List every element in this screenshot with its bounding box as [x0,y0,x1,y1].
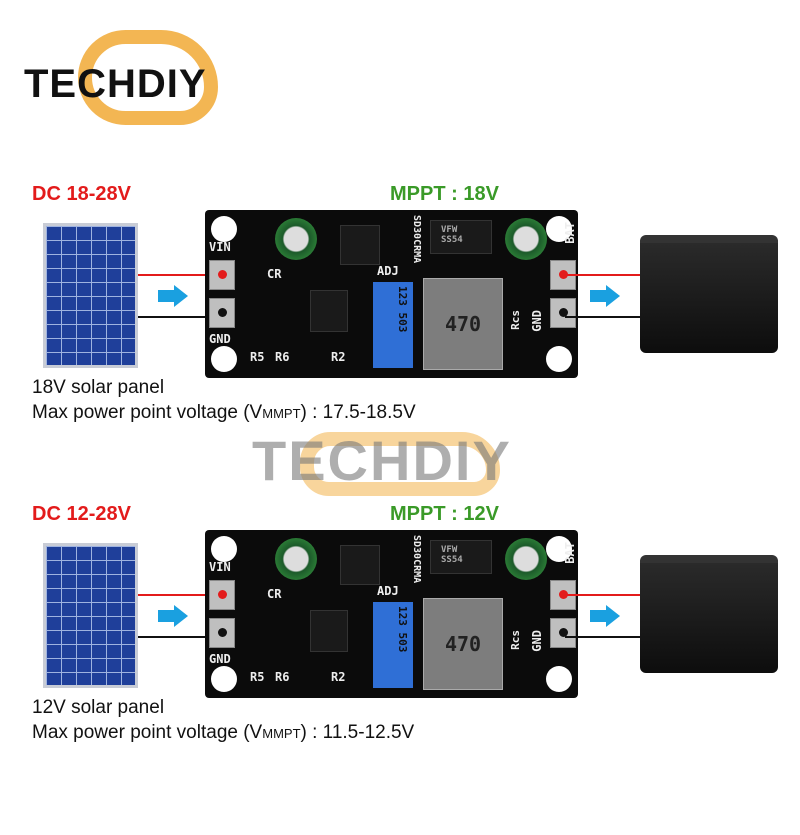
wiring-diagram-1: DC 18-28V MPPT : 18V VIN GND SD30CRMA VF… [0,183,800,515]
battery-image [640,555,778,673]
mppt-charger-board: VIN GND SD30CRMA VFW SS54 CR R5 R6 R2 AD… [205,530,578,698]
mount-hole [211,666,237,692]
adj-label: ADJ [377,584,399,598]
solar-panel-image [43,223,138,368]
vmp-suffix: ) : 17.5-18.5V [300,402,416,423]
cr-label: CR [267,587,282,601]
mount-hole [211,216,237,242]
vmp-subscript: MMPT [262,406,301,421]
solar-panel-image [43,543,138,688]
negative-wire-in [138,316,218,318]
vmp-prefix: Max power point voltage (V [32,722,263,743]
arrow-right-icon [158,285,188,307]
inductor: 470 [423,278,503,370]
logo-text: TECHDIY [24,62,207,106]
r6-label: R6 [275,670,290,684]
vmp-subscript: MMPT [262,726,301,741]
vin-terminal [209,260,235,290]
bat-terminal [550,260,576,290]
gnd-out-label: GND [530,630,544,652]
mount-hole [211,346,237,372]
output-capacitor [505,538,547,580]
diode: VFW SS54 [430,220,492,254]
controller-chip [310,610,348,652]
vmp-text: Max power point voltage (VMMPT) : 17.5-1… [32,402,416,424]
vmp-text: Max power point voltage (VMMPT) : 11.5-1… [32,722,414,744]
cr-label: CR [267,267,282,281]
input-capacitor [275,218,317,260]
battery-image [640,235,778,353]
vin-terminal [209,580,235,610]
r2-label: R2 [331,670,346,684]
panel-type-text: 18V solar panel [32,377,165,398]
positive-wire-in [138,594,218,596]
positive-wire-in [138,274,218,276]
model-label: SD30CRMA [411,535,422,584]
positive-wire-out [565,274,645,276]
arrow-right-icon [590,605,620,627]
positive-wire-out [565,594,645,596]
r2-label: R2 [331,350,346,364]
gnd-out-terminal [550,618,576,648]
arrow-right-icon [158,605,188,627]
rcs-label: Rcs [509,310,522,330]
negative-wire-out [565,636,645,638]
mount-hole [546,346,572,372]
mount-hole [546,666,572,692]
gnd-in-label: GND [209,332,231,346]
rcs-label: Rcs [509,630,522,650]
gnd-out-label: GND [530,310,544,332]
techdiy-logo: TECHDIY [18,30,218,130]
mosfet-chip [340,225,380,265]
adjust-potentiometer[interactable]: 123 503 [373,602,413,688]
controller-chip [310,290,348,332]
adj-label: ADJ [377,264,399,278]
vin-label: VIN [209,240,231,254]
panel-type-text: 12V solar panel [32,697,165,718]
vin-label: VIN [209,560,231,574]
inductor: 470 [423,598,503,690]
wiring-diagram-2: DC 12-28V MPPT : 12V VIN GND SD30CRMA VF… [0,503,800,835]
vmp-prefix: Max power point voltage (V [32,402,263,423]
mount-hole [211,536,237,562]
arrow-right-icon [590,285,620,307]
input-voltage-label: DC 12-28V [32,503,131,525]
input-capacitor [275,538,317,580]
diode: VFW SS54 [430,540,492,574]
bat-label: BAT [563,222,577,244]
negative-wire-in [138,636,218,638]
r6-label: R6 [275,350,290,364]
mosfet-chip [340,545,380,585]
negative-wire-out [565,316,645,318]
bat-label: BAT [563,542,577,564]
r5-label: R5 [250,670,265,684]
gnd-in-label: GND [209,652,231,666]
output-capacitor [505,218,547,260]
adjust-potentiometer[interactable]: 123 503 [373,282,413,368]
mppt-label: MPPT : 18V [390,183,499,205]
mount-hole [546,216,572,242]
mppt-label: MPPT : 12V [390,503,499,525]
vmp-suffix: ) : 11.5-12.5V [300,722,415,743]
gnd-out-terminal [550,298,576,328]
mppt-charger-board: VIN GND SD30CRMA VFW SS54 CR R5 R6 R2 AD… [205,210,578,378]
gnd-in-terminal [209,298,235,328]
input-voltage-label: DC 18-28V [32,183,131,205]
mount-hole [546,536,572,562]
model-label: SD30CRMA [411,215,422,264]
gnd-in-terminal [209,618,235,648]
r5-label: R5 [250,350,265,364]
